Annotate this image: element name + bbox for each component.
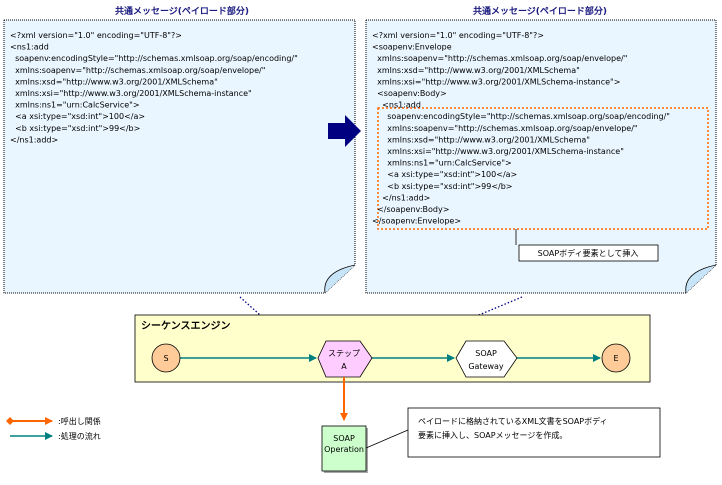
left-xml-line: xmlns:soapenv="http://schemas.xmlsoap.or… xyxy=(10,66,265,75)
right-xml-line: </ns1:add> xyxy=(372,193,430,202)
right-xml-line: xmlns:xsi="http://www.w3.org/2001/XMLSch… xyxy=(372,77,620,86)
right-xml-line: soapenv:encodingStyle="http://schemas.xm… xyxy=(372,112,670,121)
left-xml-line: <?xml version="1.0" encoding="UTF-8"?> xyxy=(10,31,182,40)
left-xml-line: xmlns:xsi="http://www.w3.org/2001/XMLSch… xyxy=(10,89,252,98)
note-box xyxy=(407,407,661,458)
right-xml-line: <b xsi:type="xsd:int">99</b> xyxy=(372,182,513,191)
start-node-label: S xyxy=(163,354,168,363)
soap-body-highlight xyxy=(377,107,709,230)
end-node[interactable] xyxy=(601,343,631,373)
start-node[interactable] xyxy=(151,343,181,373)
right-xml-line: xmlns:xsd="http://www.w3.org/2001/XMLSch… xyxy=(372,135,590,144)
left-xml-lines: <?xml version="1.0" encoding="UTF-8"?> <n… xyxy=(10,31,298,144)
right-xml-line: <soapenv:Body> xyxy=(372,89,447,98)
end-node-label: E xyxy=(613,354,618,363)
right-xml-line: xmlns:xsi="http://www.w3.org/2001/XMLSch… xyxy=(372,147,624,156)
left-xml-line: <a xsi:type="xsd:int">100</a> xyxy=(10,112,145,121)
legend-flow-label: :処理の流れ xyxy=(58,431,101,441)
right-document-fold xyxy=(685,264,717,294)
gateway-label-line2: Gateway xyxy=(468,362,504,371)
sequence-engine-panel xyxy=(134,314,651,383)
right-xml-line: </soapenv:Body> xyxy=(372,205,449,214)
soap-gateway-node[interactable] xyxy=(455,340,518,378)
right-xml-line: </soapenv:Envelope> xyxy=(372,217,461,226)
operation-label-line2: Operation xyxy=(324,445,364,454)
right-xml-line: xmlns:soapenv="http://schemas.xmlsoap.or… xyxy=(372,54,627,63)
step-a-label-line1: ステップ xyxy=(328,349,360,358)
transform-arrow-icon xyxy=(328,115,361,147)
right-xml-lines: <?xml version="1.0" encoding="UTF-8"?> <s… xyxy=(372,31,670,226)
left-doc-title: 共通メッセージ(ペイロード部分) xyxy=(115,5,249,17)
note-line1: ペイロードに格納されているXML文書をSOAPボディ xyxy=(418,416,608,426)
operation-label-line1: SOAP xyxy=(333,434,355,443)
right-xml-line: xmlns:xsd="http://www.w3.org/2001/XMLSch… xyxy=(372,66,580,75)
sequence-engine-label: シーケンスエンジン xyxy=(141,320,231,332)
legend-call-label: :呼出し関係 xyxy=(58,416,101,426)
note-line2: 要素に挿入し、SOAPメッセージを作成。 xyxy=(418,430,567,440)
callout-text: SOAPボディ要素として挿入 xyxy=(538,248,639,258)
callout-box xyxy=(518,244,659,262)
left-document-fold xyxy=(324,264,356,294)
right-doc-title: 共通メッセージ(ペイロード部分) xyxy=(473,5,607,17)
left-xml-line: xmlns:xsd="http://www.w3.org/2001/XMLSch… xyxy=(10,77,218,86)
left-xml-line: </ns1:add> xyxy=(10,135,58,144)
gateway-label-line1: SOAP xyxy=(475,349,497,358)
right-xml-line: <soapenv:Envelope xyxy=(372,43,452,52)
left-xml-line: <ns1:add xyxy=(10,43,49,52)
step-a-label-line2: A xyxy=(341,362,347,371)
left-xml-line: xmlns:ns1="urn:CalcService"> xyxy=(10,101,140,110)
right-xml-line: <a xsi:type="xsd:int">100</a> xyxy=(372,170,517,179)
left-xml-line: soapenv:encodingStyle="http://schemas.xm… xyxy=(10,54,298,63)
right-xml-line: xmlns:ns1="urn:CalcService"> xyxy=(372,159,512,168)
step-a-node[interactable] xyxy=(317,340,373,378)
right-xml-line: <ns1:add xyxy=(372,101,421,110)
soap-operation-node[interactable] xyxy=(321,425,367,472)
right-xml-line: <?xml version="1.0" encoding="UTF-8"?> xyxy=(372,31,544,40)
right-document-shape xyxy=(365,19,717,294)
left-xml-line: <b xsi:type="xsd:int">99</b> xyxy=(10,124,140,133)
note-pointer xyxy=(365,429,409,449)
right-xml-line: xmlns:soapenv="http://schemas.xmlsoap.or… xyxy=(372,124,638,133)
